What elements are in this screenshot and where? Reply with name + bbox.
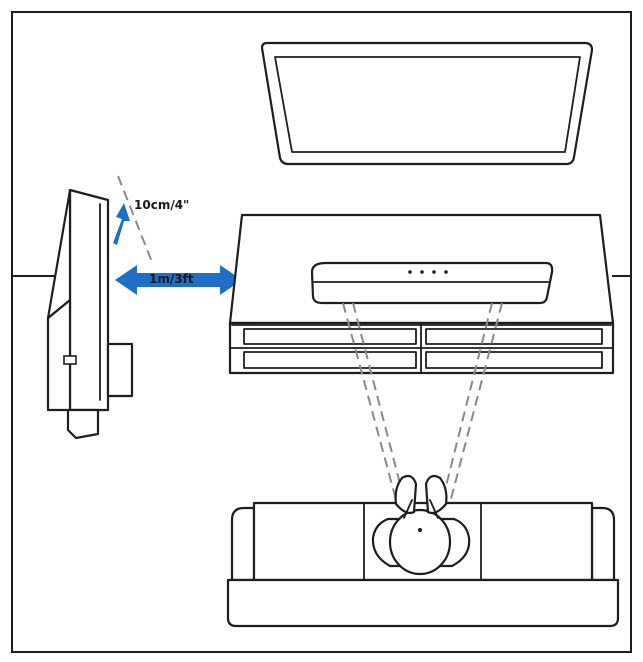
side-distance-arrow — [115, 265, 242, 295]
television — [260, 41, 594, 166]
room-walls — [11, 11, 632, 653]
side-distance-label: 1m/3ft — [149, 272, 194, 286]
rear-speaker — [46, 188, 134, 440]
listening-guide-lines — [342, 302, 503, 523]
rear-speaker-up-arrow — [113, 203, 130, 245]
height-distance-label: 10cm/4" — [134, 198, 189, 212]
soundbar — [310, 261, 554, 305]
listener — [371, 474, 471, 576]
